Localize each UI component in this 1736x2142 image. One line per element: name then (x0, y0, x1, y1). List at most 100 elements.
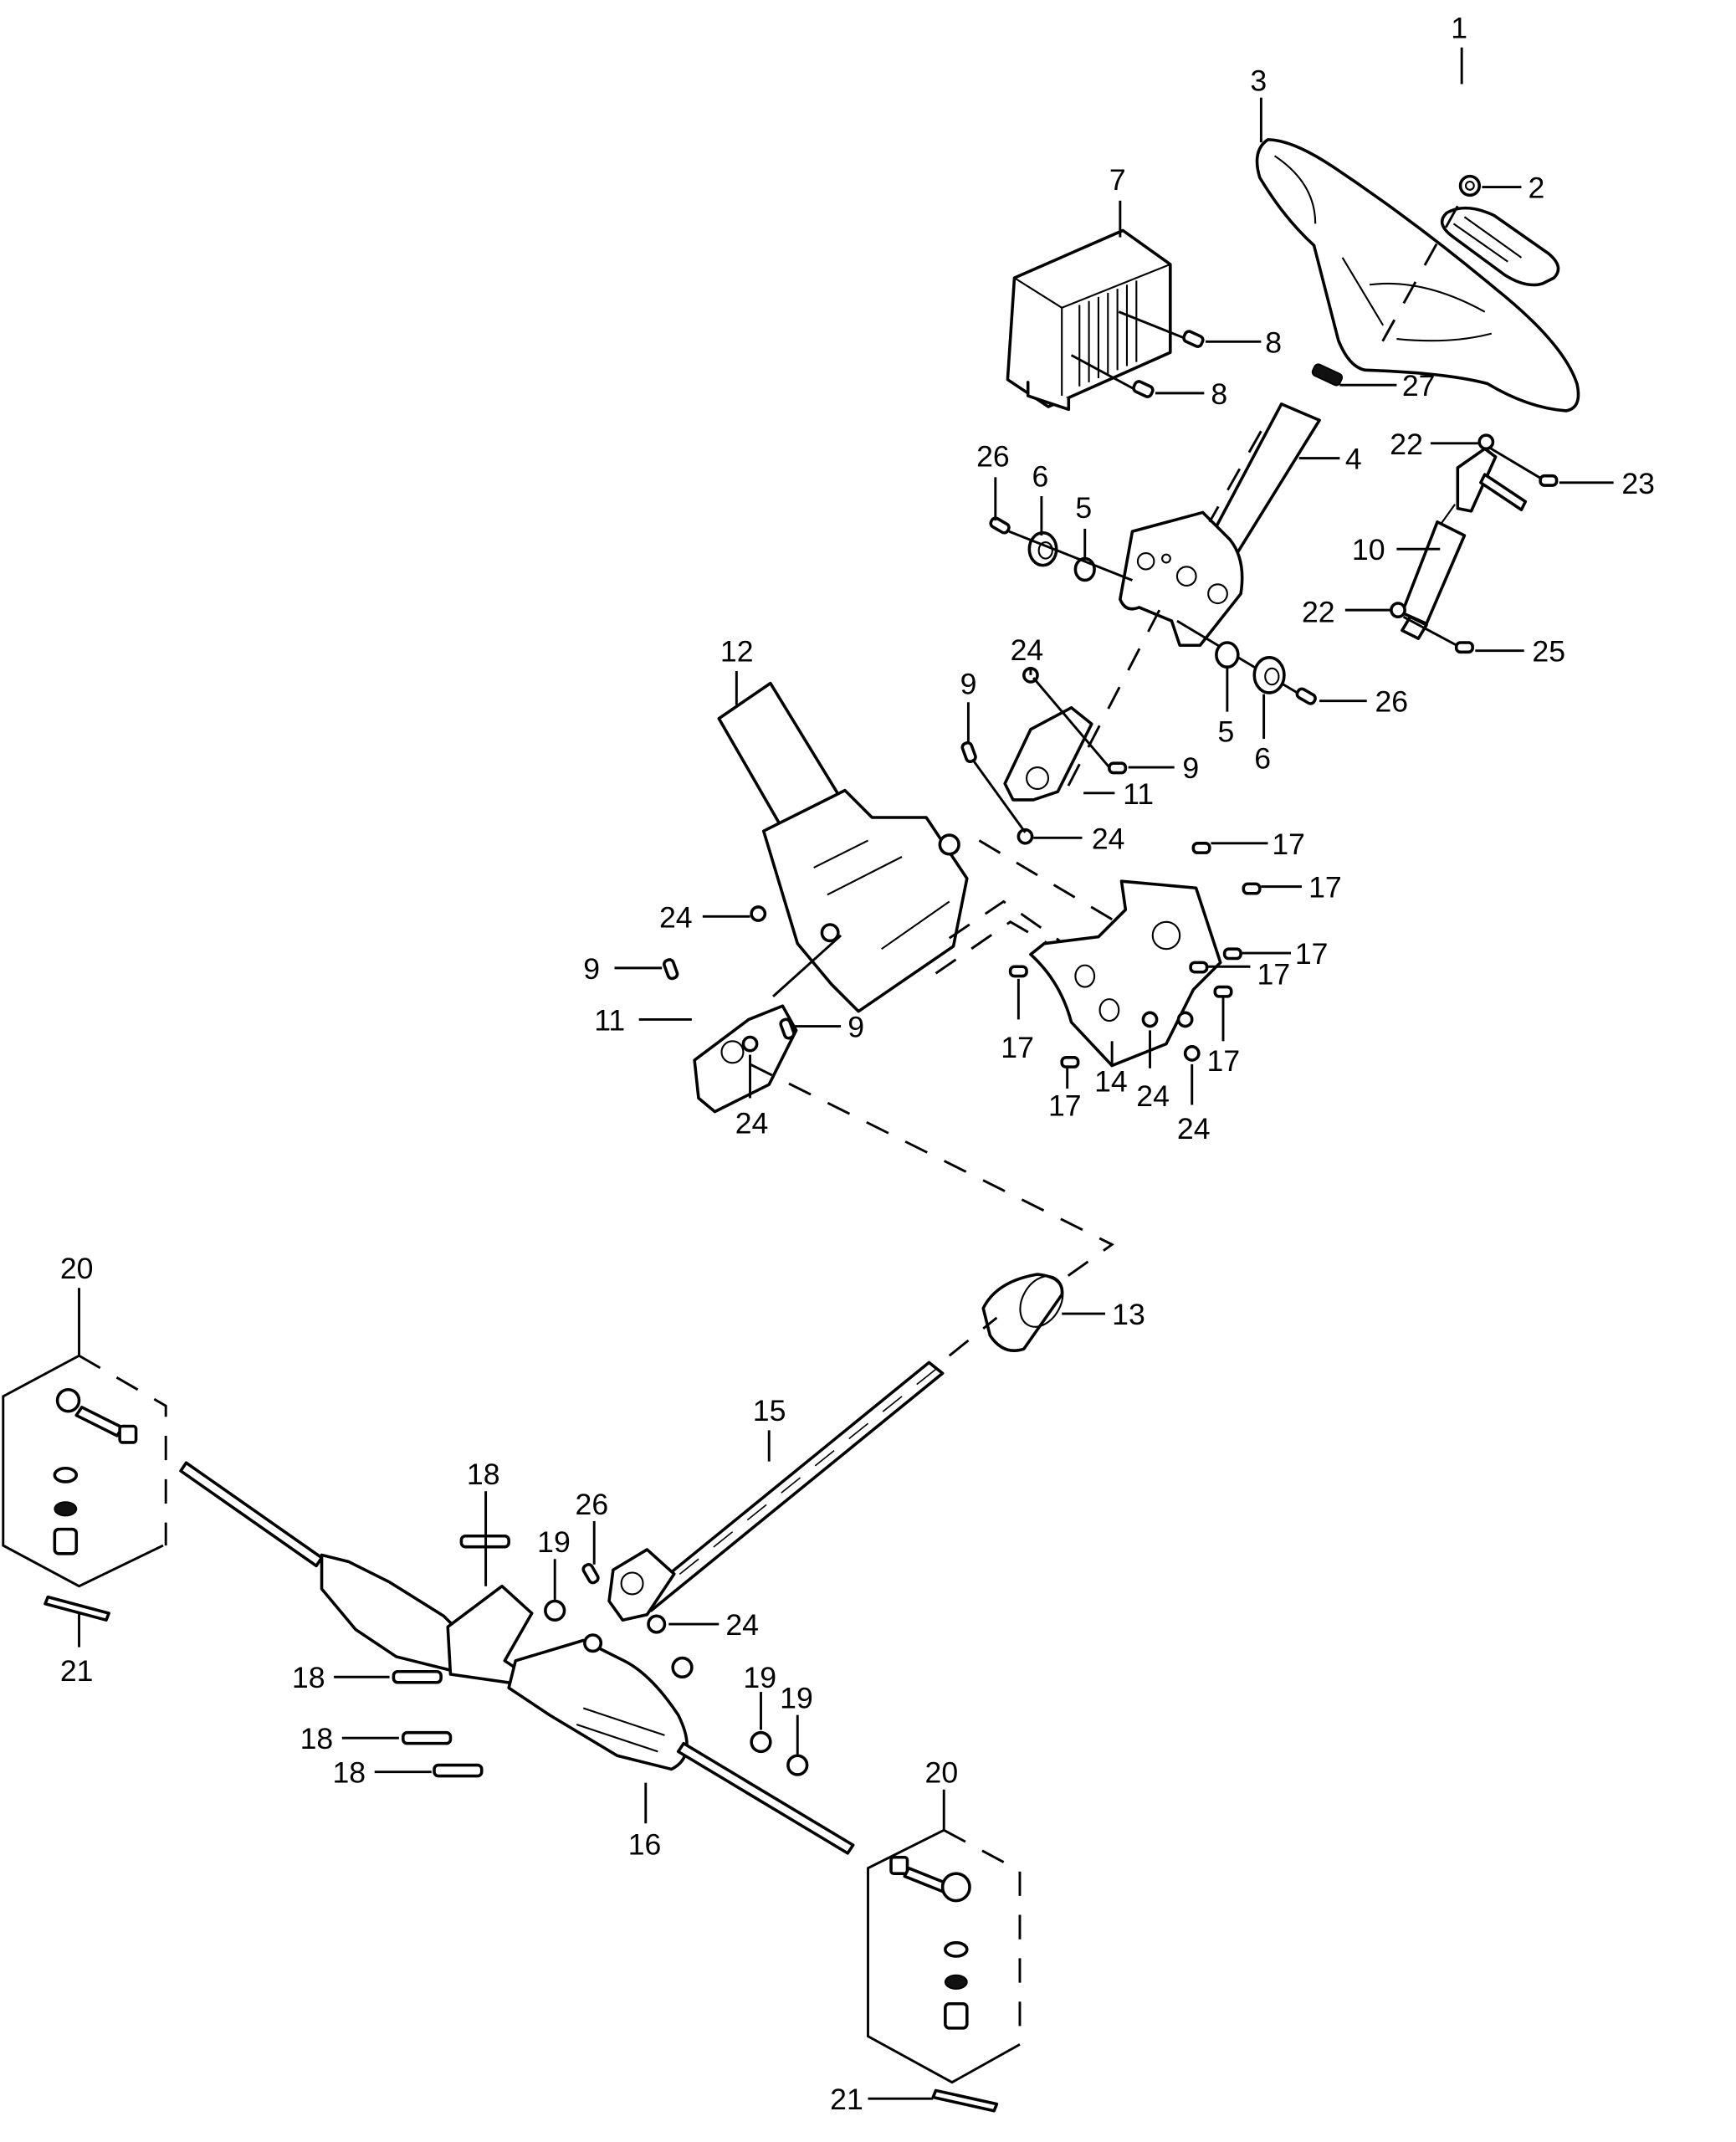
part-7-controller-module[interactable] (1006, 228, 1172, 412)
part-13-boot[interactable] (981, 1268, 1072, 1352)
part-12-eps-motor[interactable] (717, 681, 969, 1013)
part-8-bolt-lower[interactable] (1070, 354, 1155, 398)
part-26-bolt-left[interactable] (989, 516, 1011, 535)
part-9-bolt-lower-a[interactable] (663, 958, 679, 981)
callout-9-left: 9 (583, 952, 600, 986)
callout-13: 13 (1112, 1298, 1145, 1331)
callout-2: 2 (1529, 172, 1545, 205)
callout-5-upper: 5 (1075, 491, 1092, 525)
callout-9-upper-right: 9 (1182, 751, 1199, 785)
callout-17-f: 17 (1207, 1044, 1241, 1078)
callout-24-top: 24 (1011, 633, 1044, 667)
callout-27: 27 (1402, 369, 1436, 402)
part-17-bolts[interactable] (1008, 842, 1262, 1068)
part-9-bolt-upper-a[interactable] (960, 740, 977, 763)
callout-17-e: 17 (1001, 1031, 1034, 1064)
column-center-line (1063, 609, 1161, 794)
part-21-cotter-pin-right[interactable] (931, 2088, 999, 2113)
callout-3: 3 (1250, 64, 1267, 98)
part-27-spacer[interactable] (1311, 363, 1344, 387)
callout-22-lower: 22 (1302, 596, 1335, 629)
part-24-nut-lower-ujoint-bottom[interactable] (741, 1035, 759, 1053)
callout-9-top: 9 (960, 668, 977, 701)
part-15-intermediate-shaft[interactable] (607, 1316, 998, 1622)
part-24-nut-lower-ujoint[interactable] (1017, 828, 1034, 845)
part-20-tie-rod-kit-left[interactable] (2, 1288, 167, 1588)
callout-24-bracket-b: 24 (1177, 1112, 1211, 1145)
callout-17-a: 17 (1272, 828, 1305, 861)
callout-24-bracket-a: 24 (1136, 1079, 1170, 1113)
callout-4: 4 (1345, 443, 1362, 476)
axis-line-upper (1008, 530, 1133, 582)
part-22-nut-lower[interactable] (1390, 602, 1406, 618)
ujoint-bolt-line-a (971, 758, 1027, 833)
callout-12: 12 (720, 635, 754, 669)
callout-25: 25 (1532, 635, 1565, 669)
part-9-bolt-lower-b[interactable] (779, 1017, 796, 1040)
part-2-nut[interactable] (1458, 174, 1482, 197)
callout-8-lower: 8 (1211, 377, 1227, 411)
lower-ujoint-to-boot-line (749, 1063, 1114, 1289)
callout-6-upper: 6 (1032, 460, 1049, 494)
part-23-bolt[interactable] (1488, 446, 1559, 487)
callout-26-shaft: 26 (576, 1488, 609, 1521)
callout-26-lower: 26 (1375, 685, 1408, 719)
callout-labels: 1 2 3 7 8 8 27 4 22 23 26 6 5 10 22 25 1… (60, 11, 1655, 2116)
callout-20-right: 20 (925, 1756, 959, 1790)
part-10-gas-strut[interactable] (1401, 447, 1528, 640)
part-11-ujoint-upper[interactable] (1003, 705, 1093, 802)
callout-22-upper: 22 (1390, 428, 1423, 461)
callout-14: 14 (1094, 1064, 1128, 1098)
part-1-wheel-cap[interactable] (1440, 206, 1560, 287)
callout-11-lower: 11 (594, 1003, 625, 1037)
motor-output-line (772, 934, 842, 997)
callout-6-lower: 6 (1254, 742, 1271, 776)
callout-17-b: 17 (1308, 871, 1342, 904)
part-26-bolt-right[interactable] (1295, 687, 1317, 705)
part-24-nut-shaft[interactable] (647, 1614, 667, 1634)
ujoint-bolt-line-b (1032, 677, 1111, 769)
callout-26-upper: 26 (976, 439, 1010, 473)
callout-18-c: 18 (333, 1756, 366, 1790)
part-14-mounting-bracket[interactable] (1029, 879, 1222, 1068)
part-21-cotter-pin-left[interactable] (44, 1595, 110, 1647)
callout-9-lower: 9 (848, 1010, 864, 1043)
callout-19-top: 19 (537, 1525, 571, 1559)
callout-18-a: 18 (292, 1661, 325, 1694)
callout-18-top: 18 (467, 1458, 500, 1491)
callout-10: 10 (1352, 533, 1385, 566)
callout-21-left: 21 (60, 1654, 94, 1688)
callout-23: 23 (1621, 467, 1655, 500)
part-18-bolts[interactable] (392, 1534, 510, 1778)
axis-line-lower (1176, 619, 1309, 701)
part-19-nuts[interactable] (544, 1599, 809, 1776)
callout-19-c: 19 (780, 1682, 813, 1715)
callout-11-upper: 11 (1123, 777, 1154, 811)
part-6-bushing-right[interactable] (1252, 656, 1286, 694)
callout-24-lower-left: 24 (735, 1107, 769, 1140)
part-3-steering-wheel[interactable] (1255, 138, 1580, 413)
part-24-nut-lower-ujoint-top[interactable] (750, 905, 767, 922)
part-4-steering-column[interactable] (1119, 402, 1321, 648)
part-25-bolt[interactable] (1402, 615, 1474, 654)
callout-20-left: 20 (60, 1252, 94, 1285)
callout-21-right: 21 (830, 2083, 863, 2116)
part-24-nuts-bracket[interactable] (1141, 1011, 1201, 1062)
callout-24-mid: 24 (1092, 822, 1125, 855)
callout-16: 16 (628, 1828, 662, 1862)
part-11-ujoint-lower[interactable] (693, 1004, 798, 1114)
callout-8-upper: 8 (1265, 325, 1282, 359)
part-22-nut-upper[interactable] (1477, 433, 1495, 451)
leader-lines (334, 47, 1614, 2100)
callout-18-b: 18 (300, 1722, 334, 1755)
callout-1: 1 (1451, 11, 1467, 44)
callout-5-lower: 5 (1218, 715, 1235, 748)
part-5-bushing-right[interactable] (1215, 641, 1240, 669)
part-9-bolt-upper-b[interactable] (1108, 761, 1128, 775)
part-26-bolt-shaft[interactable] (581, 1563, 600, 1585)
part-16-steering-rack[interactable] (179, 1461, 855, 1855)
callout-7: 7 (1109, 163, 1126, 197)
part-20-tie-rod-kit-right[interactable] (867, 1789, 1022, 2084)
part-8-bolt-upper[interactable] (1118, 310, 1205, 348)
